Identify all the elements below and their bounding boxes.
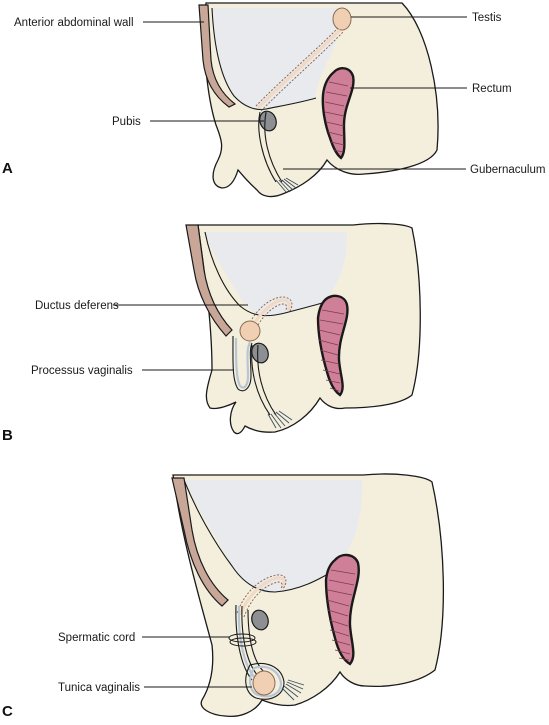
rectum-folds-a: [324, 81, 349, 153]
abdominal-wall-a: [198, 4, 237, 108]
peritoneal-cavity-c: [184, 480, 363, 593]
peritoneum-line-a: [211, 7, 317, 111]
panel-letter-c: C: [2, 703, 13, 720]
peritoneum-line-b: [204, 231, 323, 317]
spermatic-cord-c: [235, 604, 265, 681]
peritoneum-line-c: [183, 479, 336, 593]
pubis-c: [251, 609, 269, 631]
label-anterior-abdominal-wall: Anterior abdominal wall: [14, 17, 134, 29]
ductus-a: [256, 28, 342, 110]
processus-vaginalis-b: [234, 337, 252, 389]
ductus-dashed-b: [251, 296, 293, 326]
label-spermatic-cord: Spermatic cord: [58, 632, 135, 644]
label-pubis: Pubis: [112, 116, 141, 128]
label-gubernaculum: Gubernaculum: [470, 164, 545, 176]
gubernaculum-fan-b: [267, 410, 293, 429]
panel-c: C Spermatic cord Tunica vaginalis: [2, 473, 445, 720]
rectum-c: [324, 553, 360, 666]
processus-vaginalis-outline-b: [232, 335, 253, 392]
panel-b: B Ductus deferens Processus vaginalis: [2, 222, 421, 444]
testis-b: [239, 320, 261, 342]
testis-a: [332, 7, 352, 31]
rectum-folds-b: [318, 309, 345, 392]
label-tunica-vaginalis: Tunica vaginalis: [58, 682, 140, 694]
abdominal-wall-c: [171, 477, 229, 607]
panel-letter-a: A: [2, 160, 13, 177]
panel-letter-b: B: [2, 427, 13, 444]
panel-a: A Anterior abdominal wall Testis Rectum …: [2, 2, 545, 198]
pubis-a: [259, 110, 277, 132]
tunica-vaginalis-c: [245, 663, 285, 700]
gubernaculum-a: [258, 111, 283, 183]
gubernaculum-b: [251, 344, 277, 416]
ductus-dashed-c: [236, 574, 287, 618]
gubernaculum-fan-c: [281, 679, 305, 701]
spermatic-cord-ring2-c: [229, 637, 257, 647]
rectum-folds-c: [326, 569, 356, 661]
ductus-b: [253, 298, 291, 323]
testis-c: [252, 670, 276, 696]
label-testis: Testis: [472, 12, 502, 24]
ductus-c: [238, 576, 286, 616]
label-processus-vaginalis: Processus vaginalis: [31, 365, 133, 377]
spermatic-cord-ring-c: [228, 633, 256, 643]
label-ductus-deferens: Ductus deferens: [35, 300, 119, 312]
abdominal-wall-b: [185, 224, 233, 337]
tunica-vaginalis-inner-c: [248, 665, 283, 698]
label-rectum: Rectum: [472, 83, 512, 95]
peritoneal-cavity-b: [205, 232, 348, 318]
gubernaculum-fan-a: [275, 177, 299, 193]
peritoneal-cavity-a: [212, 8, 343, 110]
rectum-a: [321, 67, 355, 160]
ductus-dashed-a: [255, 27, 344, 112]
pubis-b: [251, 342, 269, 364]
